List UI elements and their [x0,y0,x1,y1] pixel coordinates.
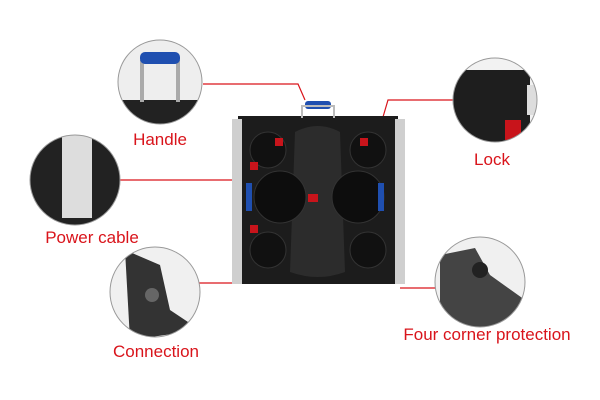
detail-handle [117,39,203,125]
detail-connection [109,246,201,338]
label-lock: Lock [474,150,510,169]
label-connection: Connection [112,342,200,361]
label-four-corner-protection: Four corner protection [403,325,571,344]
leader-line-handle [203,83,306,101]
leader-lines [120,83,453,289]
detail-corner [434,236,526,328]
detail-power-cable [29,134,121,226]
led-cabinet [232,101,405,284]
detail-lock [452,57,538,143]
label-handle: Handle [133,130,187,149]
label-power-cable: Power cable [45,228,139,247]
leader-line-lock [382,99,453,118]
